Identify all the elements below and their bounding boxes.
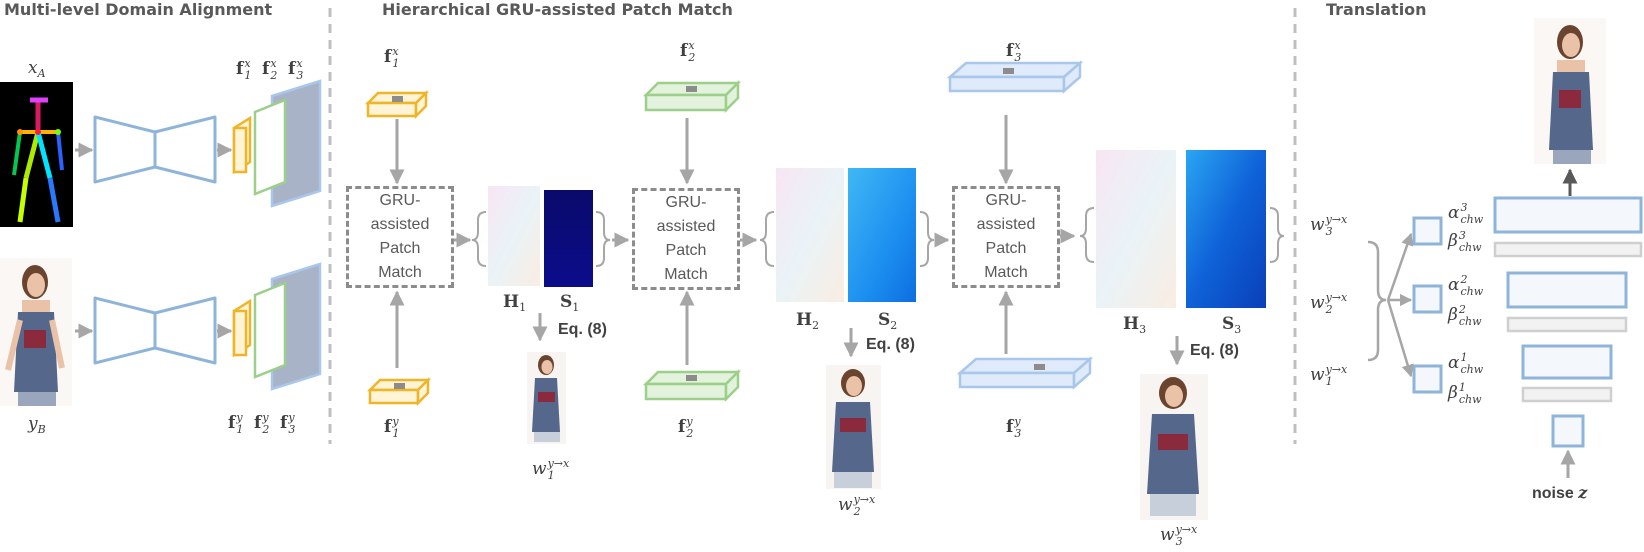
label-noise: noise z: [1532, 483, 1588, 502]
feature-block-f3y: [956, 356, 1094, 390]
arrow-fan-1: [1386, 299, 1414, 378]
eq-label-3: Eq. (8): [1190, 342, 1239, 359]
brace-right-1: [595, 211, 611, 267]
feature-block-f3x: [946, 60, 1084, 94]
brace-left-1: [471, 211, 487, 267]
feature-block-f2y: [642, 368, 742, 403]
arrow-fan-3: [1386, 232, 1414, 301]
map-s2: [848, 168, 916, 302]
map-s1: [544, 190, 593, 287]
output-image: [1534, 18, 1606, 164]
warped-image-1: [527, 352, 566, 444]
brace-left-3: [1079, 207, 1095, 263]
feature-block-f1y: [366, 376, 432, 407]
noise-block: [1551, 414, 1585, 448]
label-s2: S2: [878, 310, 898, 332]
decoder-bar-1: [1521, 344, 1613, 380]
warped-image-3: [1140, 374, 1208, 520]
warped-image-2: [826, 365, 881, 489]
brace-w: [1367, 240, 1387, 362]
norm-bar-3: [1493, 241, 1643, 258]
mod-square-2: [1412, 284, 1443, 314]
eq-label-2: Eq. (8): [866, 336, 915, 353]
brace-right-3: [1269, 207, 1285, 263]
encoder-bottom: [93, 296, 217, 365]
section-title-patch-match: Hierarchical GRU-assisted Patch Match: [382, 0, 733, 19]
brace-left-2: [759, 211, 775, 267]
encoder-top: [93, 115, 217, 184]
map-s3: [1186, 150, 1266, 308]
eq-label-1: Eq. (8): [558, 321, 607, 338]
feature-block-f1x: [364, 89, 430, 120]
pose-image: [0, 82, 73, 227]
norm-bar-2: [1506, 316, 1628, 333]
feature-stack-x: [232, 79, 322, 208]
map-h2: [776, 168, 844, 302]
norm-bar-1: [1521, 386, 1613, 403]
label-s3: S3: [1222, 314, 1242, 336]
section-title-translation: Translation: [1326, 0, 1427, 19]
label-h2: H2: [796, 310, 820, 332]
mod-square-3: [1412, 216, 1443, 246]
decoder-bar-2: [1506, 271, 1628, 309]
feature-block-f2x: [642, 79, 742, 114]
mod-square-1: [1412, 364, 1443, 394]
label-yB: yB: [28, 414, 46, 436]
label-h1: H1: [503, 292, 527, 314]
map-h3: [1096, 150, 1176, 308]
label-h3: H3: [1123, 314, 1147, 336]
person-image-left: [0, 258, 72, 406]
decoder-bar-3: [1493, 196, 1643, 234]
section-title-alignment: Multi-level Domain Alignment: [4, 0, 273, 19]
map-h1: [488, 186, 540, 286]
label-s1: S1: [560, 292, 580, 314]
feature-stack-y: [232, 262, 322, 391]
brace-right-2: [919, 211, 935, 267]
label-xA: xA: [28, 58, 46, 80]
